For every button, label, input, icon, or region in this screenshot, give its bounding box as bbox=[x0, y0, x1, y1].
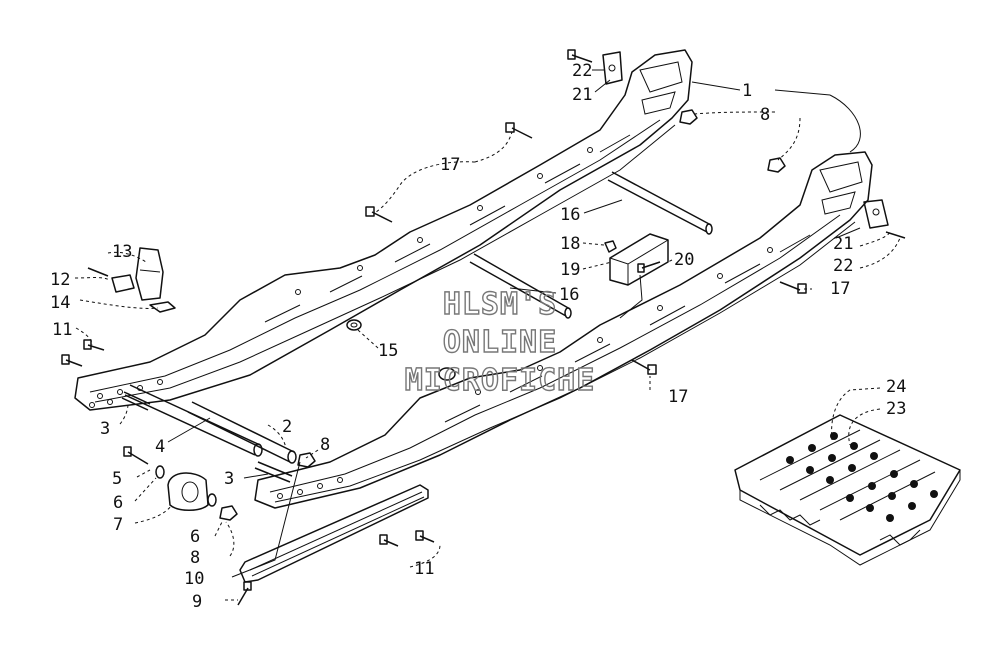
callout-7: 7 bbox=[113, 515, 123, 535]
callout-6: 6 bbox=[113, 493, 123, 513]
callout-8: 8 bbox=[760, 105, 770, 125]
callout-15: 15 bbox=[378, 341, 398, 361]
cross-shafts bbox=[121, 171, 713, 483]
callout-20: 20 bbox=[674, 250, 694, 270]
callout-22: 22 bbox=[833, 256, 853, 276]
leader-lines bbox=[74, 69, 901, 601]
callout-16: 16 bbox=[560, 205, 580, 225]
callout-11: 11 bbox=[414, 559, 434, 579]
callout-3: 3 bbox=[224, 469, 234, 489]
callout-3: 3 bbox=[100, 419, 110, 439]
callout-14: 14 bbox=[50, 293, 70, 313]
callout-18: 18 bbox=[560, 234, 580, 254]
callout-6: 6 bbox=[190, 527, 200, 547]
callout-10: 10 bbox=[184, 569, 204, 589]
callout-labels: 1 2 3 3 4 5 6 6 7 8 8 8 9 10 11 11 12 13… bbox=[50, 61, 906, 612]
callout-4: 4 bbox=[155, 437, 165, 457]
callout-8: 8 bbox=[320, 435, 330, 455]
callout-2: 2 bbox=[282, 417, 292, 437]
callout-21: 21 bbox=[833, 234, 853, 254]
callout-5: 5 bbox=[112, 469, 122, 489]
callout-8: 8 bbox=[190, 548, 200, 568]
callout-23: 23 bbox=[886, 399, 906, 419]
rail-lower bbox=[254, 151, 873, 509]
callout-13: 13 bbox=[112, 242, 132, 262]
slide-rail bbox=[239, 484, 429, 583]
callout-24: 24 bbox=[886, 377, 906, 397]
track-section bbox=[734, 414, 961, 566]
callout-1: 1 bbox=[742, 81, 752, 101]
callout-21: 21 bbox=[572, 85, 592, 105]
callout-17: 17 bbox=[668, 387, 688, 407]
callout-19: 19 bbox=[560, 260, 580, 280]
watermark-line-2: ONLINE bbox=[443, 325, 557, 360]
watermark-line-3: MICROFICHE bbox=[405, 363, 596, 398]
callout-17: 17 bbox=[830, 279, 850, 299]
watermark: HLSM'S ONLINE MICROFICHE bbox=[404, 286, 596, 398]
callout-17: 17 bbox=[440, 155, 460, 175]
callout-9: 9 bbox=[192, 592, 202, 612]
callout-16: 16 bbox=[559, 285, 579, 305]
rail-upper bbox=[74, 49, 693, 411]
hardware bbox=[61, 49, 906, 606]
callout-22: 22 bbox=[572, 61, 592, 81]
callout-11: 11 bbox=[52, 320, 72, 340]
callout-12: 12 bbox=[50, 270, 70, 290]
watermark-line-1: HLSM'S bbox=[443, 287, 557, 322]
